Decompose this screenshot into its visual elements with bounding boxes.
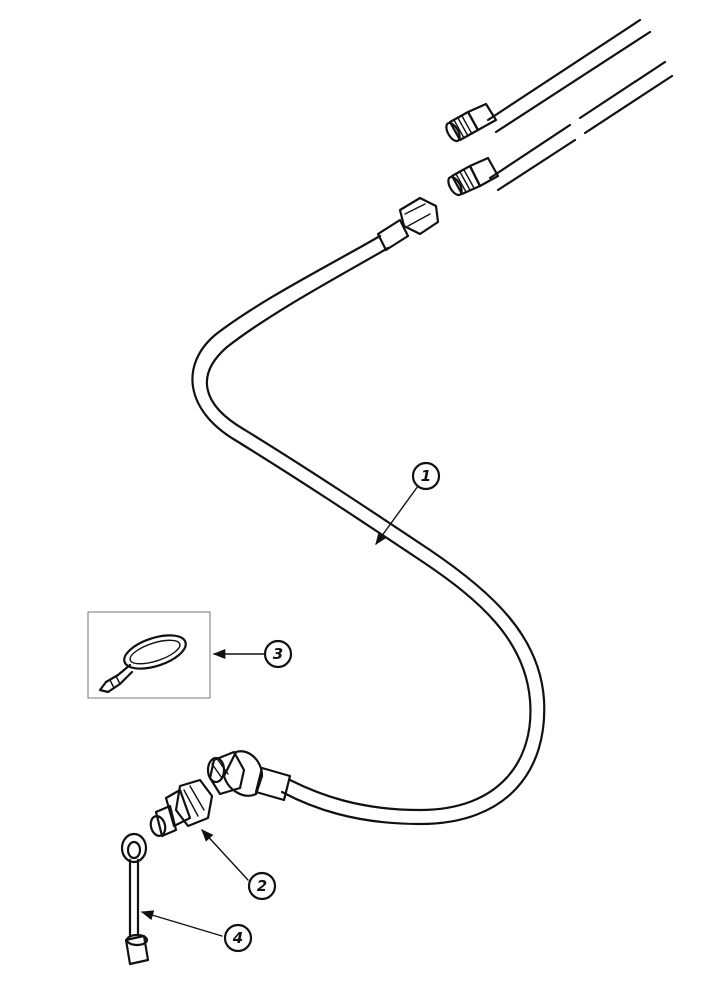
- callout-3: 3: [263, 639, 293, 669]
- supply-lines: [445, 18, 674, 197]
- dust-plug: [120, 832, 150, 966]
- upper-male-fitting: [445, 102, 498, 143]
- hose-assembly: [191, 196, 546, 826]
- inset-strap: [87, 611, 211, 699]
- leader-lines: [140, 485, 419, 937]
- callout-4-label: 4: [232, 929, 243, 947]
- callout-2: 2: [247, 871, 277, 901]
- callout-3-label: 3: [273, 645, 283, 663]
- inset-frame: [87, 611, 211, 699]
- lower-male-fitting: [447, 156, 500, 197]
- callout-2-label: 2: [257, 877, 267, 895]
- callout-4: 4: [223, 923, 253, 953]
- quick-coupler: [149, 778, 214, 838]
- callout-1-label: 1: [421, 467, 431, 485]
- callout-1: 1: [411, 461, 441, 491]
